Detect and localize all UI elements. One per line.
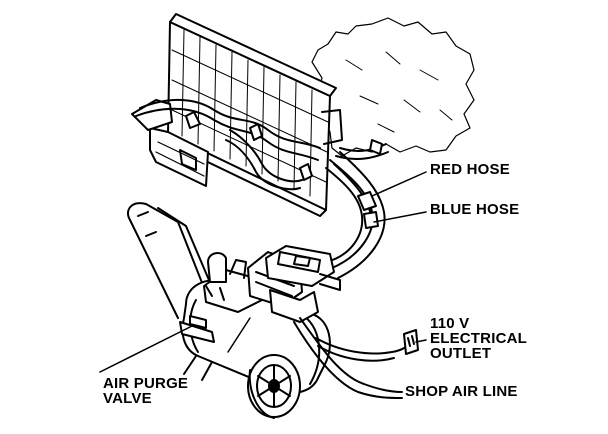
- red-hose-label: RED HOSE: [430, 161, 510, 178]
- engine-outline-icon: [311, 17, 475, 157]
- shop-air-line-label: SHOP AIR LINE: [405, 383, 518, 400]
- radiator-icon: [161, 13, 343, 217]
- purge-valve-label-line1: AIR PURGE: [103, 375, 189, 392]
- blue-hose-label: BLUE HOSE: [430, 201, 520, 218]
- wall-outlet-icon: [403, 329, 419, 355]
- outlet-label-line3: OUTLET: [430, 345, 492, 362]
- wheel-icon: [247, 354, 301, 419]
- purge-valve-label-line2: VALVE: [103, 390, 152, 407]
- outlet-label-line1: 110 V: [430, 315, 470, 332]
- outlet-label-line2: ELECTRICAL: [430, 330, 527, 347]
